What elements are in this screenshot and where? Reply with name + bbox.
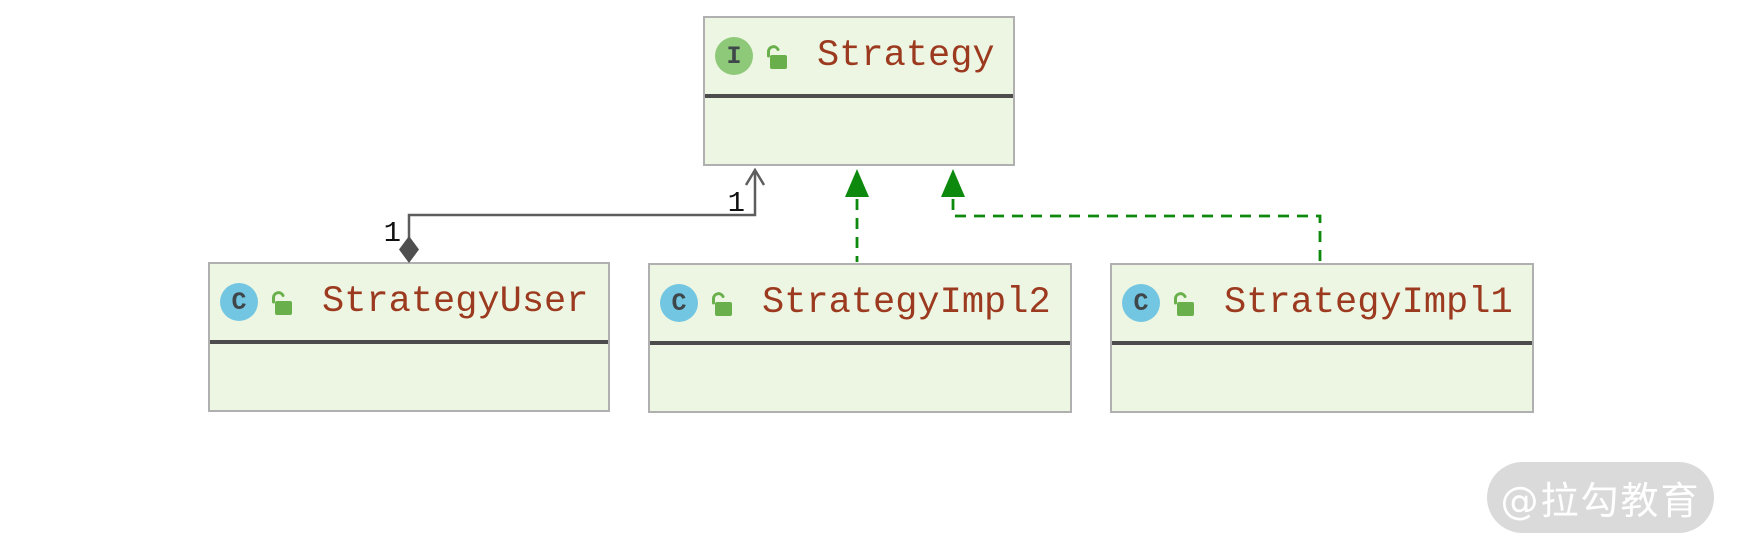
aggregation-diamond (399, 236, 419, 263)
node-name: Strategy (817, 35, 995, 77)
node-members-section (705, 98, 1013, 164)
class-node-strategy-user: C StrategyUser (208, 262, 610, 412)
node-members-section (210, 344, 608, 410)
class-icon: C (220, 283, 258, 321)
node-header: I Strategy (705, 18, 1013, 94)
aggregation-edge-strategy-user-to-strategy: 1 1 (384, 167, 766, 263)
unlocked-padlock-icon (272, 290, 292, 315)
node-name: StrategyImpl1 (1224, 282, 1513, 324)
class-icon: C (660, 284, 698, 322)
multiplicity-label-target: 1 (728, 187, 745, 220)
class-icon: C (1122, 284, 1160, 322)
class-node-strategy: I Strategy (703, 16, 1015, 166)
node-header: C StrategyImpl2 (650, 265, 1070, 341)
node-name: StrategyUser (322, 281, 589, 323)
node-header: C StrategyUser (210, 264, 608, 340)
node-header: C StrategyImpl1 (1112, 265, 1532, 341)
node-separator (705, 94, 1013, 98)
watermark-text: @拉勾教育 (1500, 479, 1701, 523)
triangle-arrowhead (941, 169, 965, 197)
triangle-arrowhead (845, 169, 869, 197)
class-node-strategy-impl1: C StrategyImpl1 (1110, 263, 1534, 413)
node-separator (650, 341, 1070, 345)
association-line (407, 172, 757, 238)
realization-edge-strategy-impl1-to-strategy (941, 169, 1322, 262)
node-separator (210, 340, 608, 344)
node-members-section (1112, 345, 1532, 411)
node-members-section (650, 345, 1070, 411)
unlocked-padlock-icon (1174, 291, 1194, 316)
interface-icon: I (715, 37, 753, 75)
node-separator (1112, 341, 1532, 345)
dashed-line (951, 199, 1322, 262)
watermark-badge: @拉勾教育 (1487, 462, 1714, 533)
unlocked-padlock-icon (712, 291, 732, 316)
node-name: StrategyImpl2 (762, 282, 1051, 324)
open-arrowhead (744, 167, 766, 186)
multiplicity-label-source: 1 (384, 217, 401, 250)
class-node-strategy-impl2: C StrategyImpl2 (648, 263, 1072, 413)
realization-edge-strategy-impl2-to-strategy (845, 169, 869, 262)
unlocked-padlock-icon (767, 44, 787, 69)
